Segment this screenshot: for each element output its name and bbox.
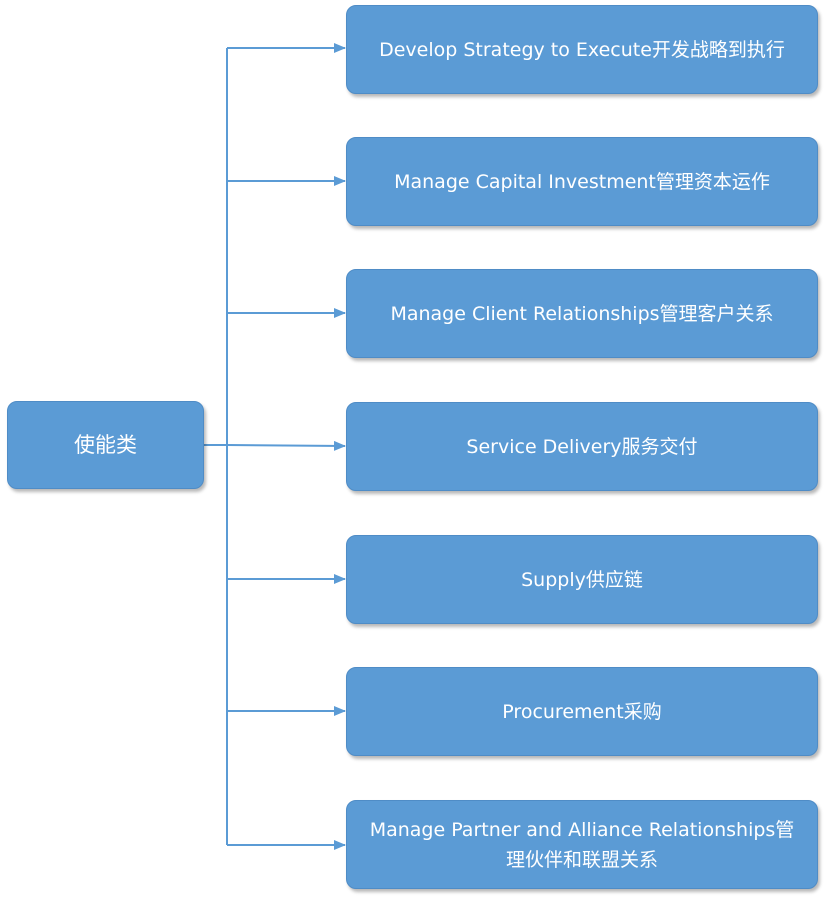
child-node-capital-investment: Manage Capital Investment管理资本运作 [346,137,818,226]
root-node-label: 使能类 [74,433,137,457]
child-node-label: Supply供应链 [521,568,643,591]
child-node-procurement: Procurement采购 [346,667,818,756]
child-node-strategy: Develop Strategy to Execute开发战略到执行 [346,5,818,94]
child-node-partner-alliance: Manage Partner and Alliance Relationship… [346,800,818,889]
child-node-label: Manage Partner and Alliance Relationship… [369,818,795,871]
child-node-service-delivery: Service Delivery服务交付 [346,402,818,491]
child-node-supply: Supply供应链 [346,535,818,624]
child-node-label: Manage Client Relationships管理客户关系 [390,302,774,325]
branch-arrow-4 [226,440,346,451]
child-node-label: Develop Strategy to Execute开发战略到执行 [379,38,785,61]
child-node-label: Service Delivery服务交付 [466,435,698,458]
child-node-label: Manage Capital Investment管理资本运作 [394,170,770,193]
child-node-client-relationships: Manage Client Relationships管理客户关系 [346,269,818,358]
root-node: 使能类 [7,401,204,489]
child-node-label: Procurement采购 [502,700,662,723]
